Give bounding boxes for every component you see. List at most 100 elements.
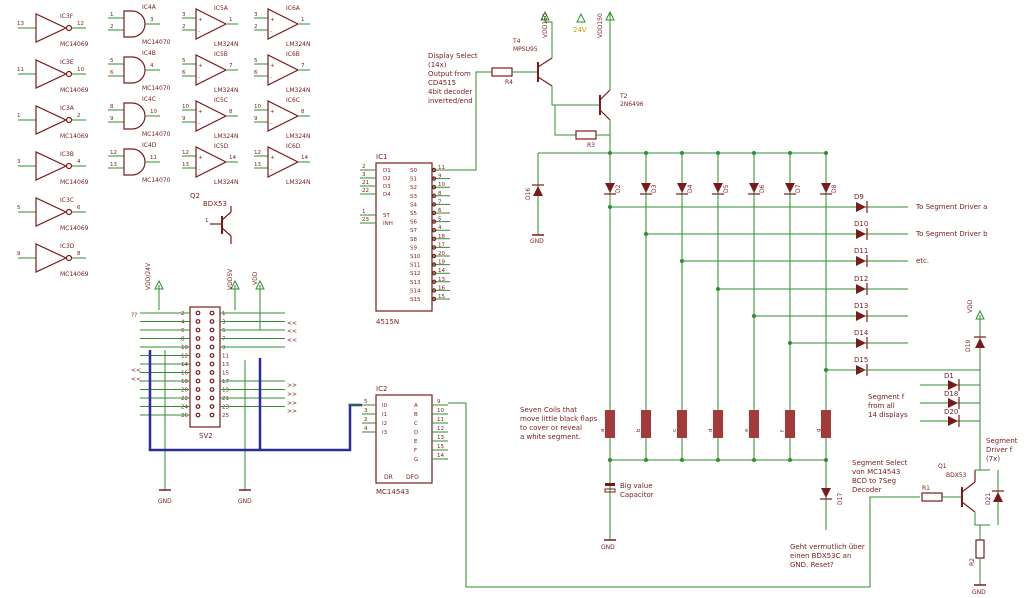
ic1-out-pin: 5	[438, 217, 442, 223]
opamp-plus: +	[198, 109, 203, 115]
right-diode-label: D15	[854, 356, 868, 364]
sv2-right-pin: 5	[222, 328, 226, 334]
note-segsel-1: von MC14543	[852, 468, 900, 476]
ic2-dr: DR	[384, 474, 393, 481]
ic2-out-pin: 9	[437, 399, 441, 405]
sv2-marker: >>	[287, 408, 297, 415]
ic1-out-name: S7	[410, 228, 417, 234]
ic1-in-pin: 22	[362, 188, 369, 194]
d17-label: D17	[837, 493, 844, 505]
segment-column: D6e	[744, 151, 766, 462]
and-gates: 123IC4AMC14070564IC4BMC140708910IC4CMC14…	[108, 4, 171, 184]
sv2-left-pin: 18	[181, 379, 188, 385]
ic1-out-pin: 9	[438, 174, 442, 180]
segment-column: D3b	[636, 151, 658, 462]
sv2-left-pin: 22	[181, 396, 188, 402]
ic2-part: MC14543	[376, 488, 409, 496]
sv2-right-pin: 7	[222, 337, 226, 343]
right-diode-label: D9	[854, 193, 864, 201]
inv-pin-out: 2	[77, 113, 81, 119]
q1-part: BDX53	[946, 472, 967, 479]
t4-name: T4	[512, 38, 521, 45]
sv2-left-pin: 10	[181, 345, 188, 351]
sv2-right-pin: 13	[222, 362, 229, 368]
ic2-in-name: I1	[382, 412, 387, 418]
ic2-in-pin: 2	[364, 417, 368, 423]
note-segsel-3: Decoder	[852, 486, 882, 494]
ic1-out-pin: 13	[438, 277, 445, 283]
sv2-right-pin: 1	[222, 311, 226, 317]
note-segsel-2: BCD to 7Seg	[852, 477, 896, 485]
ic2-dfo: DFO	[406, 474, 419, 481]
inv-pin-out: 4	[77, 159, 81, 165]
q2-pin: 1	[205, 218, 209, 224]
t4-part: MPSU95	[513, 46, 538, 53]
ic1-out-name: S6	[410, 220, 417, 226]
note-display-select-3: CD4515	[428, 79, 456, 87]
gate-pin-3: 4	[150, 63, 154, 69]
note-segdrv-1: Driver f	[986, 446, 1013, 454]
opamp-pin-2: 13	[182, 162, 189, 168]
sv2-right-pin: 25	[222, 413, 229, 419]
sv2-marker: >>	[287, 400, 297, 407]
sv2-right-pin: 19	[222, 388, 229, 394]
ic1-in-name: D3	[383, 184, 391, 190]
sv2-left-pin: 6	[181, 328, 185, 334]
ic1-out-name: S12	[410, 271, 421, 277]
q1-name: Q1	[938, 463, 947, 470]
sv2-marker: <<	[131, 376, 141, 383]
opamp-part: LM324N	[214, 133, 238, 140]
opamp-part: LM324N	[286, 179, 310, 186]
gate-name: IC4B	[142, 50, 156, 57]
sv2-left-pin: 16	[181, 371, 188, 377]
coil-label: f	[780, 429, 786, 432]
right-diode-label: D14	[854, 329, 869, 337]
note-coils-2: to cover or reveal	[520, 424, 582, 432]
gate-name: IC4A	[142, 4, 157, 11]
opamp-plus: +	[198, 17, 203, 23]
inv-pin-out: 12	[77, 21, 84, 27]
opamp-part: LM324N	[286, 41, 310, 48]
segment-row: D13	[752, 302, 908, 322]
vdd-24v-label: 24V	[573, 26, 587, 34]
coil-label: a	[600, 429, 606, 432]
gnd-sv2-right: GND	[238, 498, 252, 505]
inv-name: IC3E	[60, 59, 74, 66]
r1-label: R1	[922, 485, 930, 492]
q2-name: Q2	[190, 192, 200, 200]
opamp-pin-2: 9	[254, 116, 258, 122]
ic1-in-pin: 23	[362, 217, 369, 223]
top-diode-label: D4	[687, 184, 694, 193]
ic1-in-name: INH	[383, 221, 393, 227]
ic1-out-name: S9	[410, 245, 417, 251]
sv2-left-pin: 8	[181, 337, 185, 343]
note-bigcap-0: Big value	[620, 482, 653, 490]
opamp-minus: -	[198, 75, 200, 81]
opamp-part: LM324N	[214, 87, 238, 94]
opamp-pin-2: 6	[254, 70, 258, 76]
ic1-out-pin: 20	[438, 251, 445, 257]
opamp-name: IC6A	[286, 5, 301, 12]
d21-label: D21	[985, 493, 992, 505]
opamp-part: LM324N	[286, 87, 310, 94]
note-display-select-0: Display Select	[428, 52, 478, 60]
inv-pin-in: 1	[17, 113, 21, 119]
opamp-plus: +	[270, 17, 275, 23]
ic2-out-name: G	[414, 457, 418, 463]
ic2-out-name: B	[414, 412, 418, 418]
sv2-right-pin: 23	[222, 405, 229, 411]
opamp-plus: +	[198, 155, 203, 161]
opamp-pin-3: 7	[229, 63, 233, 69]
opamp-plus: +	[270, 109, 275, 115]
segment-column: D8g	[816, 151, 838, 462]
inv-part: MC14069	[60, 133, 89, 140]
f-diode-label: D18	[944, 390, 958, 398]
q2-transistor: Q2 BDX53 1	[190, 192, 232, 244]
ic2-in-pin: 3	[364, 408, 368, 414]
right-diode-label: D13	[854, 302, 868, 310]
gnd-d16: GND	[530, 238, 544, 245]
